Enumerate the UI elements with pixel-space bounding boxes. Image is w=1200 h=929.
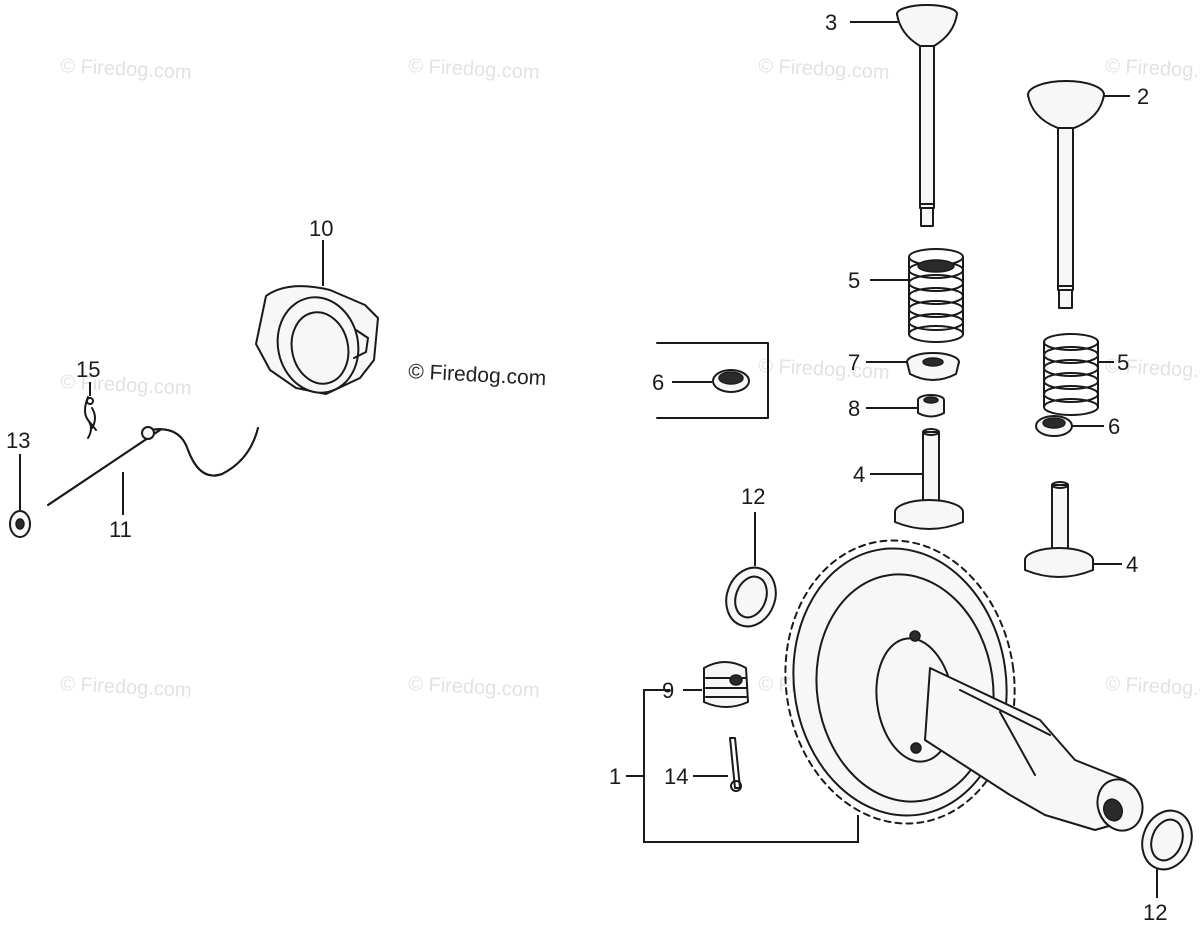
callout-5: 5 bbox=[848, 268, 860, 293]
watermark: © Firedog.com bbox=[408, 55, 540, 84]
sleeve-10 bbox=[255, 285, 379, 395]
camshaft-gear-1 bbox=[784, 539, 1144, 832]
callout-labels: 3 2 10 5 5 15 6 7 8 6 13 11 4 12 4 9 1 1… bbox=[6, 10, 1167, 925]
callout-13: 13 bbox=[6, 428, 30, 453]
callout-6: 6 bbox=[1108, 414, 1120, 439]
washer-12-right bbox=[1141, 809, 1193, 871]
watermark-layer: © Firedog.com © Firedog.com © Firedog.co… bbox=[60, 55, 1200, 702]
watermark: © Firedog.com bbox=[1105, 55, 1200, 84]
cam-weight-9 bbox=[703, 661, 749, 708]
watermark: © Firedog.com bbox=[408, 673, 540, 702]
tappet-4-left bbox=[894, 428, 964, 530]
clip-15 bbox=[84, 396, 97, 439]
washer-12-left bbox=[725, 566, 777, 628]
pin-14 bbox=[729, 737, 742, 792]
callout-9: 9 bbox=[662, 678, 674, 703]
callout-10: 10 bbox=[309, 216, 333, 241]
callout-4: 4 bbox=[1126, 552, 1138, 577]
collar-8 bbox=[917, 394, 945, 418]
callout-4: 4 bbox=[853, 462, 865, 487]
valve-cap-6-right bbox=[1035, 415, 1073, 437]
callout-12: 12 bbox=[1143, 900, 1167, 925]
washer-13 bbox=[9, 510, 31, 538]
tappet-4-right bbox=[1024, 481, 1094, 578]
watermark: © Firedog.com bbox=[1105, 673, 1200, 702]
callout-11: 11 bbox=[109, 517, 132, 542]
callout-15: 15 bbox=[76, 357, 100, 382]
watermark: © Firedog.com bbox=[758, 55, 890, 84]
callout-7: 7 bbox=[848, 350, 860, 375]
callout-5: 5 bbox=[1117, 350, 1129, 375]
center-watermark: © Firedog.com bbox=[408, 360, 547, 390]
valve-3 bbox=[896, 4, 958, 227]
callout-3: 3 bbox=[825, 10, 837, 35]
callout-12: 12 bbox=[741, 484, 765, 509]
watermark: © Firedog.com bbox=[60, 55, 192, 84]
callout-6: 6 bbox=[652, 370, 664, 395]
callout-1: 1 bbox=[609, 764, 621, 789]
watermark: © Firedog.com bbox=[60, 673, 192, 702]
watermark: © Firedog.com bbox=[758, 355, 890, 384]
boxed-detail-6 bbox=[656, 342, 769, 419]
callout-14: 14 bbox=[664, 764, 688, 789]
valve-spring-right bbox=[1043, 333, 1099, 416]
governor-rod-11 bbox=[47, 426, 259, 506]
valve-2 bbox=[1027, 80, 1105, 309]
valve-spring-left bbox=[908, 248, 964, 343]
callout-2: 2 bbox=[1137, 84, 1149, 109]
callout-8: 8 bbox=[848, 396, 860, 421]
leader-lines bbox=[19, 21, 1158, 898]
spring-retainer-7 bbox=[906, 352, 960, 381]
